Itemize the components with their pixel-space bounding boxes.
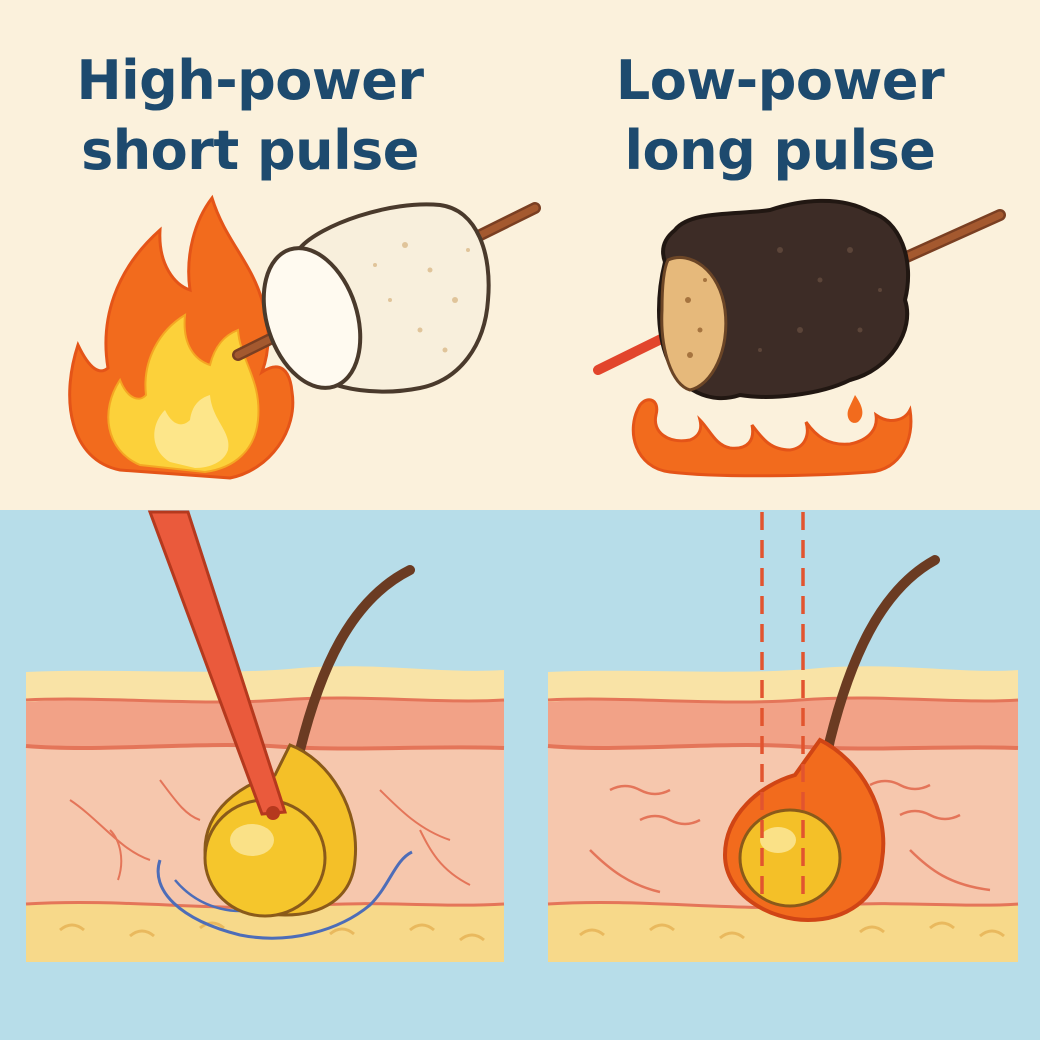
flame-icon	[68, 194, 295, 480]
title-high-power-short-pulse: High-power short pulse	[10, 46, 490, 186]
title-low-power-long-pulse: Low-power long pulse	[540, 46, 1020, 186]
title-right-line-2: long pulse	[624, 119, 936, 182]
hair-follicle-icon	[203, 565, 415, 918]
hair-follicle-icon-right	[722, 555, 940, 923]
low-flame-icon	[631, 395, 913, 478]
burnt-marshmallow-icon	[657, 198, 911, 401]
laser-beam-icon	[147, 510, 288, 820]
marshmallow-icon	[261, 202, 491, 394]
title-left-line-2: short pulse	[81, 119, 419, 182]
title-left-line-1: High-power	[76, 49, 424, 112]
diffuse-laser-beam-icon	[760, 512, 805, 900]
title-right-line-1: Low-power	[615, 49, 945, 112]
